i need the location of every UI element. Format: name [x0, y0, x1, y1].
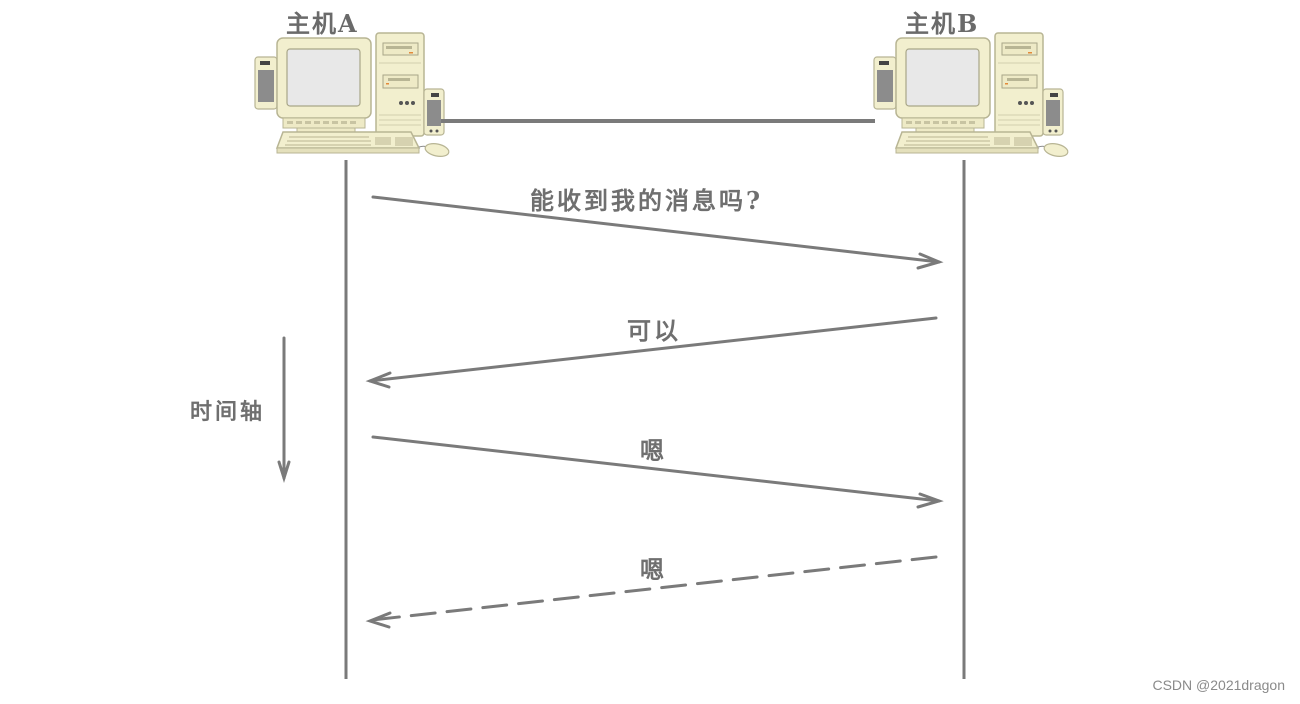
host-a-label: 主机A [286, 9, 359, 38]
message-3-label: 嗯 [640, 436, 667, 465]
message-3-arrow [371, 435, 944, 509]
message-4-arrow [365, 555, 938, 629]
host-b-label: 主机B [905, 9, 980, 38]
message-1-label: 能收到我的消息吗? [530, 186, 764, 215]
time-axis-label: 时间轴 [190, 399, 266, 425]
message-2-label: 可以 [627, 316, 681, 345]
message-1-arrow [371, 195, 944, 270]
time-axis-arrow [277, 336, 291, 484]
message-2-arrow [365, 316, 938, 389]
message-4-label: 嗯 [640, 555, 667, 584]
host-b-computer-icon [873, 32, 1070, 160]
watermark: CSDN @2021dragon [1152, 677, 1285, 693]
host-a-computer-icon [254, 32, 451, 160]
